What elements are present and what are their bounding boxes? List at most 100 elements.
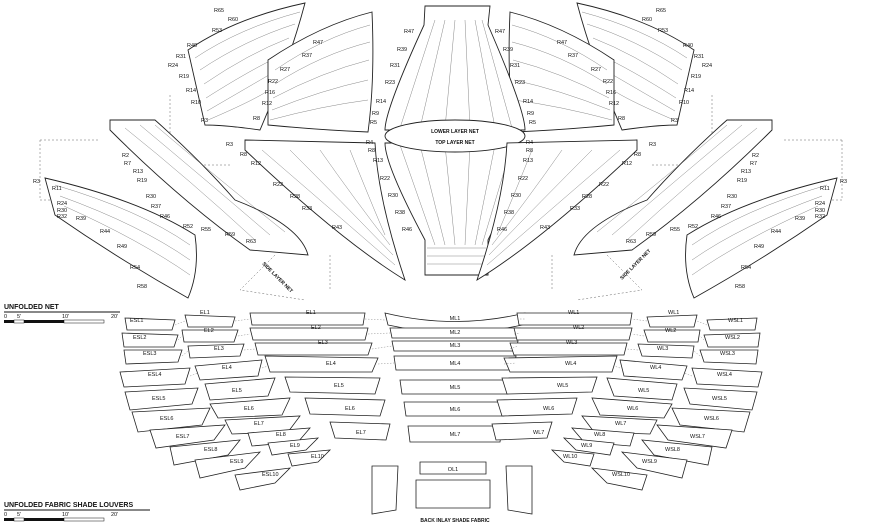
louvers-title: UNFOLDED FABRIC SHADE LOUVERS: [4, 502, 133, 509]
top-layer-net-label: TOP LAYER NET: [435, 140, 474, 146]
side-right-radius-label: R59: [646, 232, 656, 238]
louver-labels-wl: WL1 WL2 WL3 WL4 WL5 WL6 WL7 WL8 WL9 WL10: [563, 310, 679, 460]
outer-right-radius-label: R11: [820, 186, 830, 192]
outer-left-radius-label: R49: [117, 244, 127, 250]
esl-label: ESL2: [133, 335, 146, 341]
inner-right-radius-label: R27: [591, 67, 601, 73]
esl-label: ESL3: [143, 351, 156, 357]
outer-left-radius-label: R32: [57, 214, 67, 220]
louvers-wl-center-column: [491, 312, 633, 441]
lower-mid-left-radius-label: R12: [251, 161, 261, 167]
scale-tick: 0: [4, 314, 7, 320]
crown-right-radius-label: R40: [683, 43, 693, 49]
ml-label: ML3: [450, 343, 461, 349]
outer-left-radius-label: R58: [137, 284, 147, 290]
scale-tick: 20': [111, 314, 118, 320]
esl-label: ESL10: [262, 472, 279, 478]
outer-left-radius-label: R24: [57, 201, 67, 207]
back-inlay-pieces: [371, 461, 533, 515]
inner-right-radius-label: R22: [603, 79, 613, 85]
center-left-radius-label: R47: [404, 29, 414, 35]
el-center-label: EL7: [356, 430, 366, 436]
lower-mid-panel-left: [244, 139, 406, 282]
side-left-radius-label: R19: [137, 178, 147, 184]
lower-layer-net-label: LOWER LAYER NET: [431, 129, 479, 135]
unfolded-net-title: UNFOLDED NET: [4, 304, 60, 311]
wl-label: WL7: [615, 421, 626, 427]
wl-center-label: WL6: [543, 406, 554, 412]
lower-mid-right-radius-label: R28: [582, 194, 592, 200]
louver-labels-wl-center: WL1 WL2 WL3 WL4 WL5 WL6 WL7: [533, 310, 584, 436]
center-right-radius-label: R23: [515, 80, 525, 86]
crown-left-radius-label: R53: [212, 28, 222, 34]
outer-right-radius-label: R49: [754, 244, 764, 250]
inner-right-radius-label: R16: [606, 90, 616, 96]
scale-tick: 5': [17, 512, 21, 518]
crown-right-radius-label: R14: [684, 88, 694, 94]
esl-label: ESL7: [176, 434, 189, 440]
ml-label: ML4: [450, 361, 461, 367]
crown-right-radius-label: R60: [642, 17, 652, 23]
el-label: EL5: [232, 388, 242, 394]
louvers-el-center-column: [249, 312, 391, 441]
lower-mid-left-radius-label: R8: [240, 152, 247, 158]
lower-center-left-radius-label: R46: [402, 227, 412, 233]
side-left-radius-label: R2: [122, 153, 129, 159]
lower-center-right-radius-label: R46: [497, 227, 507, 233]
lower-mid-right-radius-label: R8: [634, 152, 641, 158]
lower-mid-left-radius-label: R28: [290, 194, 300, 200]
crown-left-radius-label: R24: [168, 63, 178, 69]
lower-mid-right-radius-label: R33: [570, 206, 580, 212]
scale-tick: 20': [111, 512, 118, 518]
outer-right-radius-label: R54: [741, 265, 751, 271]
center-left-radius-label: R14: [376, 99, 386, 105]
side-left-radius-label: R7: [124, 161, 131, 167]
side-left-radius-label: R46: [160, 214, 170, 220]
wsl-label: WSL4: [717, 372, 732, 378]
lower-mid-right-radius-label: R3: [649, 142, 656, 148]
wsl-label: WSL9: [642, 459, 657, 465]
crown-left-radius-label: R19: [179, 74, 189, 80]
ml-label: ML7: [450, 432, 461, 438]
wsl-label: WSL7: [690, 434, 705, 440]
outer-right-radius-label: R30: [815, 208, 825, 214]
inner-left-radius-label: R16: [265, 90, 275, 96]
wl-label: WL2: [665, 328, 676, 334]
center-right-radius-label: R9: [527, 111, 534, 117]
inner-right-radius-label: R12: [609, 101, 619, 107]
louvers-wsl-column: [590, 317, 763, 491]
lower-center-left-radius-label: R30: [388, 193, 398, 199]
center-left-radius-label: R5: [370, 120, 377, 126]
wsl-label: WSL1: [728, 318, 743, 324]
outer-right-radius-label: R44: [771, 229, 781, 235]
side-right-radius-label: R13: [741, 169, 751, 175]
inner-left-radius-label: R8: [253, 116, 260, 122]
lower-mid-left-radius-label: R43: [332, 225, 342, 231]
inner-left-radius-label: R22: [268, 79, 278, 85]
wl-label: WL5: [638, 388, 649, 394]
ml-label: ML2: [450, 330, 461, 336]
louver-labels-esl: ESL1 ESL2 ESL3 ESL4 ESL5 ESL6 ESL7 ESL8 …: [130, 318, 279, 478]
lower-center-right-radius-label: R30: [511, 193, 521, 199]
back-inlay-label: BACK INLAY SHADE FABRIC: [420, 518, 490, 524]
side-layer-net-label-right: SIDE LAYER NET: [619, 248, 652, 281]
lower-center-left-radius-label: R13: [373, 158, 383, 164]
scale-bar: [4, 517, 105, 522]
louver-leader-lines: [174, 318, 708, 377]
esl-label: ESL6: [160, 416, 173, 422]
lower-mid-left-radius-label: R33: [302, 206, 312, 212]
crown-right-radius-label: R19: [691, 74, 701, 80]
el-label: EL3: [214, 346, 224, 352]
el-center-label: EL6: [345, 406, 355, 412]
crown-right-radius-label: R65: [656, 8, 666, 14]
el-label: EL9: [290, 443, 300, 449]
outer-right-radius-label: R3: [840, 179, 847, 185]
side-left-radius-label: R37: [151, 204, 161, 210]
side-right-radius-label: R37: [721, 204, 731, 210]
side-left-radius-label: R55: [201, 227, 211, 233]
inner-left-radius-label: R37: [302, 53, 312, 59]
side-layer-net-label-left: SIDE LAYER NET: [261, 261, 294, 294]
outer-left-radius-label: R54: [130, 265, 140, 271]
side-left-radius-label: R52: [183, 224, 193, 230]
